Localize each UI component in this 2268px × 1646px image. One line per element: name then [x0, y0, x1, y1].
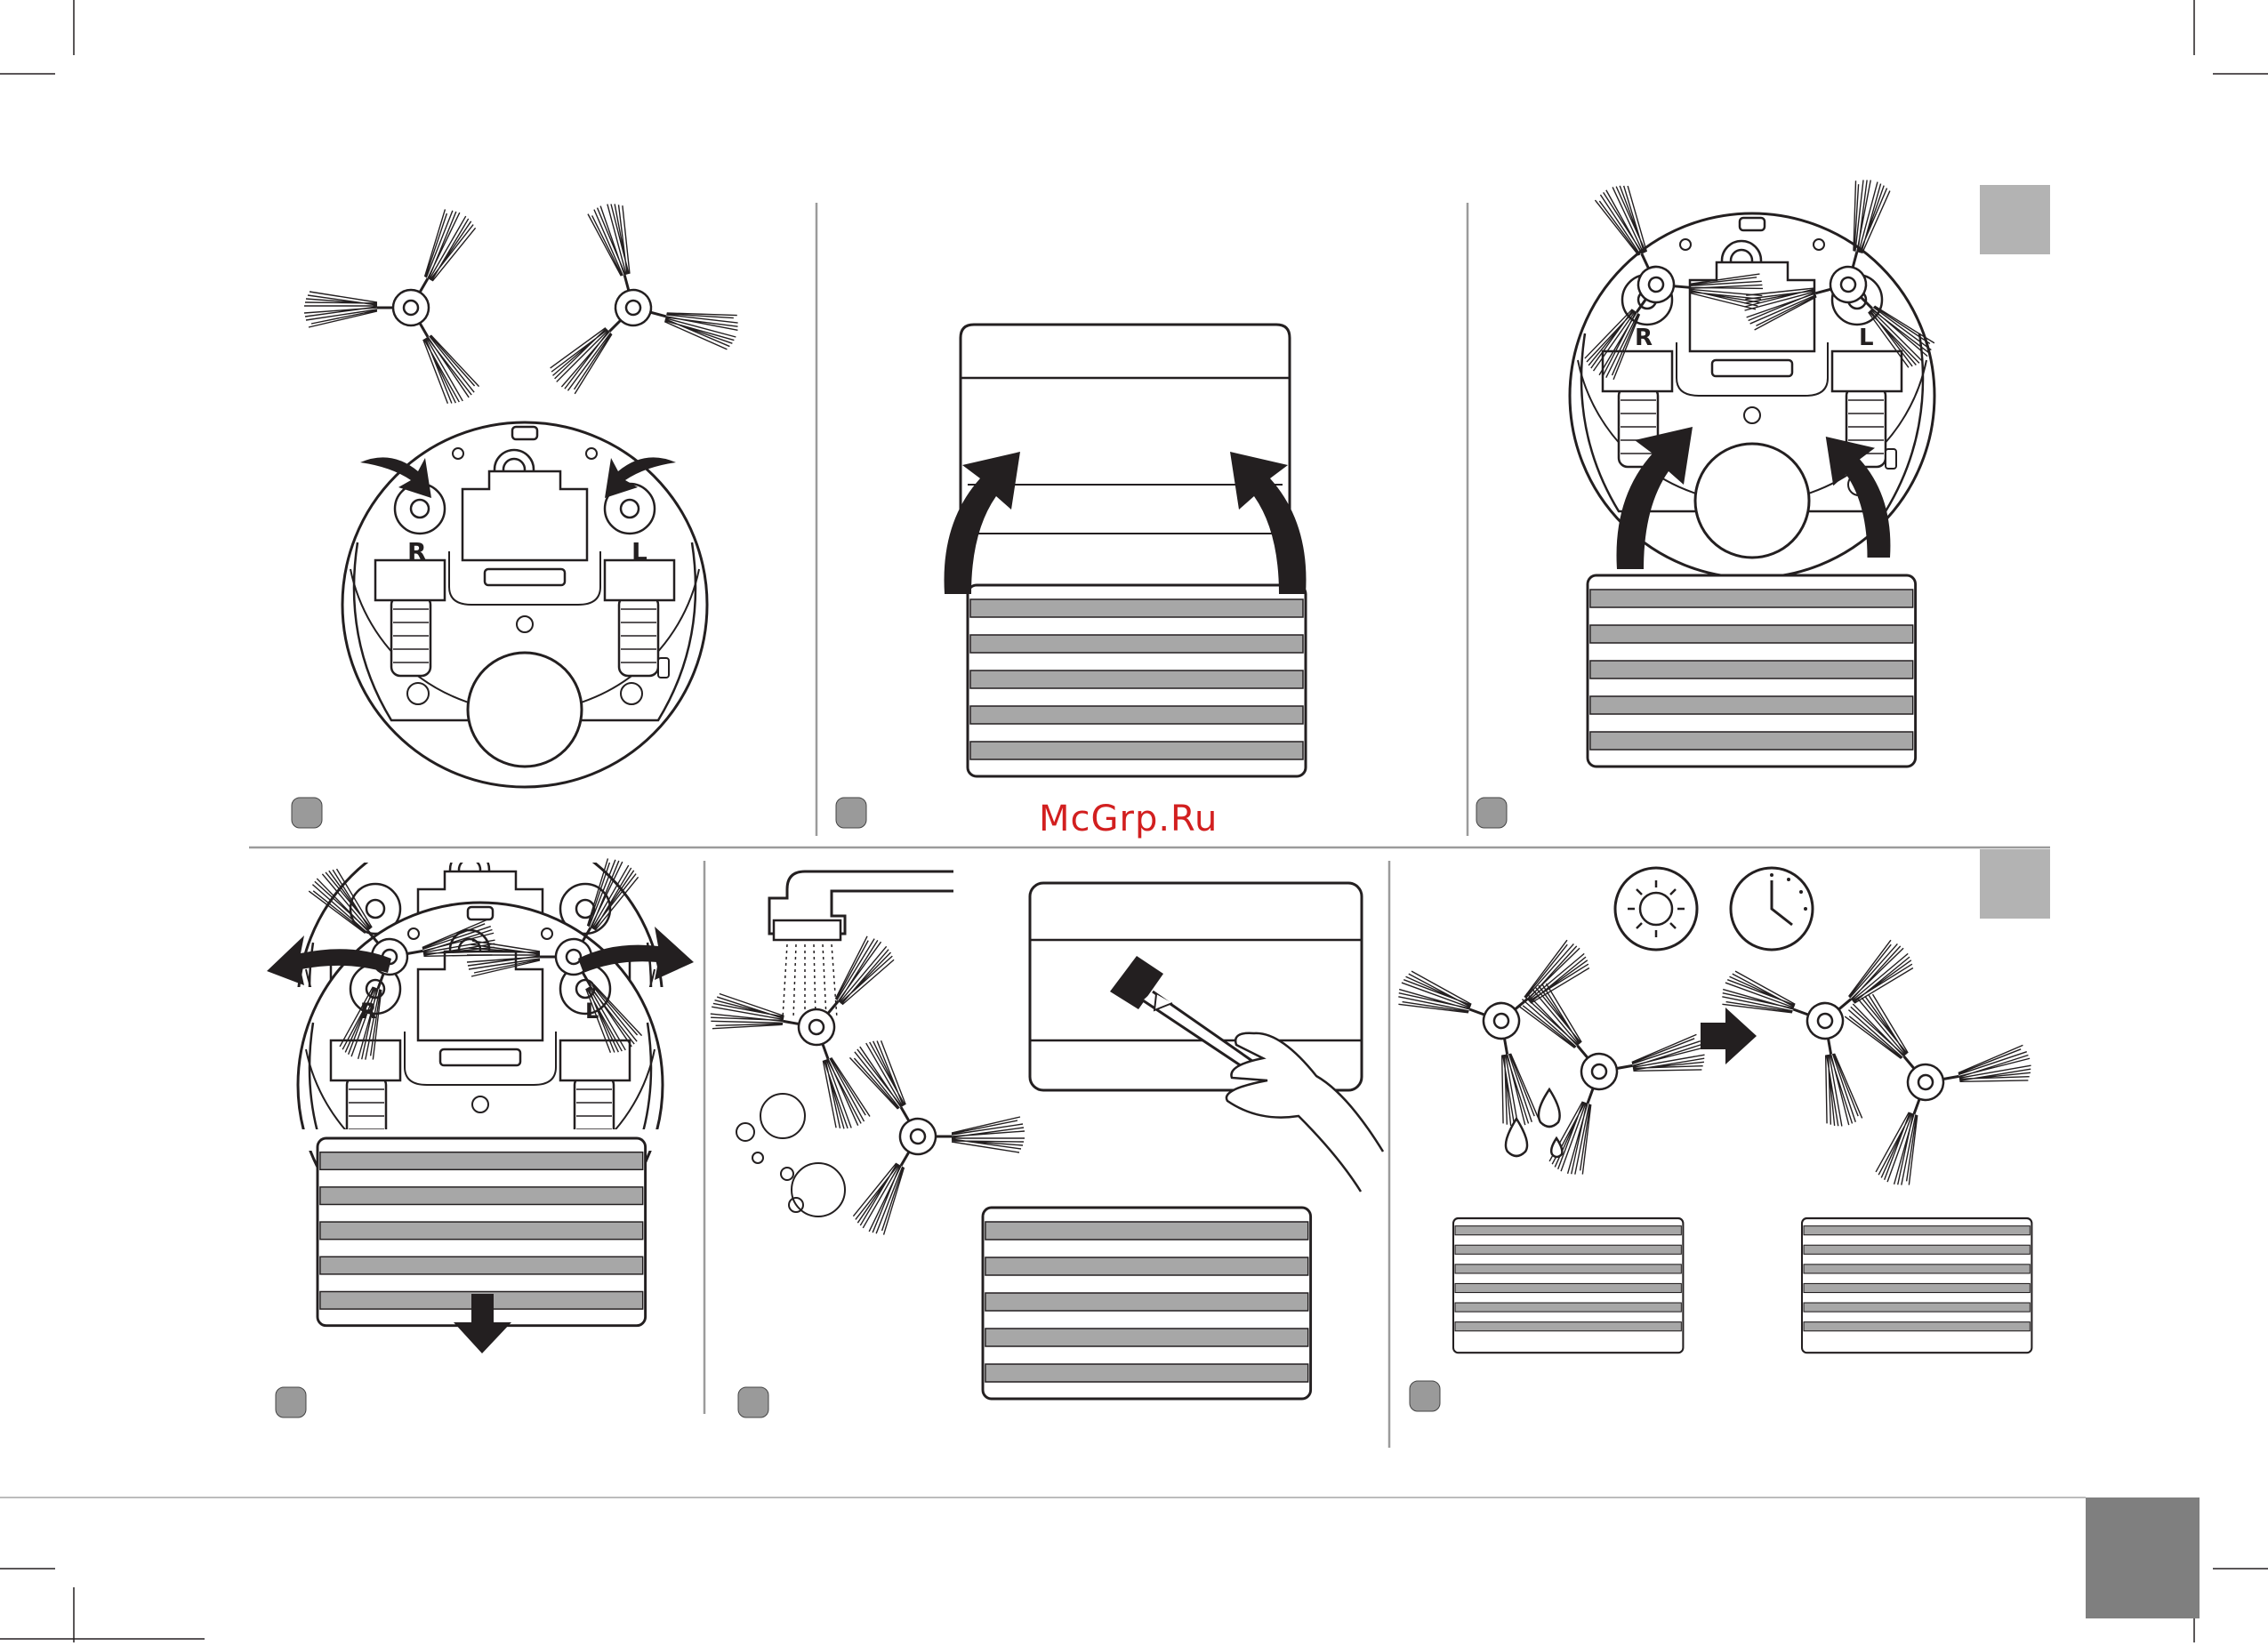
section-tab-middle — [1980, 849, 2050, 919]
brush-label-l: L — [631, 537, 647, 566]
step-dot-3 — [1476, 798, 1507, 828]
filter-icon — [1802, 1218, 2031, 1353]
watermark-text: McGrp.Ru — [1039, 799, 1218, 839]
step-dot-5 — [738, 1387, 768, 1417]
step-dot-2 — [836, 798, 866, 828]
water-drop-icon — [1506, 1089, 1562, 1157]
svg-text:L: L — [585, 999, 599, 1024]
faucet-icon — [769, 871, 953, 1018]
side-brush-icon — [1780, 935, 2048, 1200]
panel-3: R L — [1520, 145, 1974, 767]
side-brush-icon — [304, 205, 481, 408]
filter-icon — [1588, 575, 1916, 767]
panel-4: R L — [244, 809, 715, 1353]
side-brush-icon — [1367, 888, 1603, 1139]
panel-2 — [945, 325, 1307, 776]
filter-icon — [983, 1208, 1311, 1399]
section-tab-top — [1980, 185, 2050, 254]
page-number-tab — [2086, 1497, 2200, 1618]
robot-underside-icon — [342, 422, 707, 787]
filter-icon — [968, 585, 1306, 776]
step-dot-4 — [276, 1387, 306, 1417]
side-brush-icon — [509, 178, 751, 401]
panel-6 — [1367, 868, 2049, 1353]
arrow-icon — [1701, 1008, 1757, 1064]
sun-icon — [1615, 868, 1697, 950]
side-brush-icon — [694, 908, 904, 1138]
step-dot-1 — [292, 798, 322, 828]
panel-1: R L — [304, 178, 750, 787]
panel-5 — [694, 871, 1383, 1399]
svg-text:R: R — [1635, 325, 1653, 351]
filter-icon — [1453, 1218, 1683, 1353]
svg-text:R: R — [360, 999, 376, 1024]
clock-icon — [1731, 868, 1813, 950]
step-dot-6 — [1410, 1381, 1440, 1411]
brush-label-r: R — [407, 537, 427, 566]
svg-text:L: L — [1859, 325, 1874, 351]
